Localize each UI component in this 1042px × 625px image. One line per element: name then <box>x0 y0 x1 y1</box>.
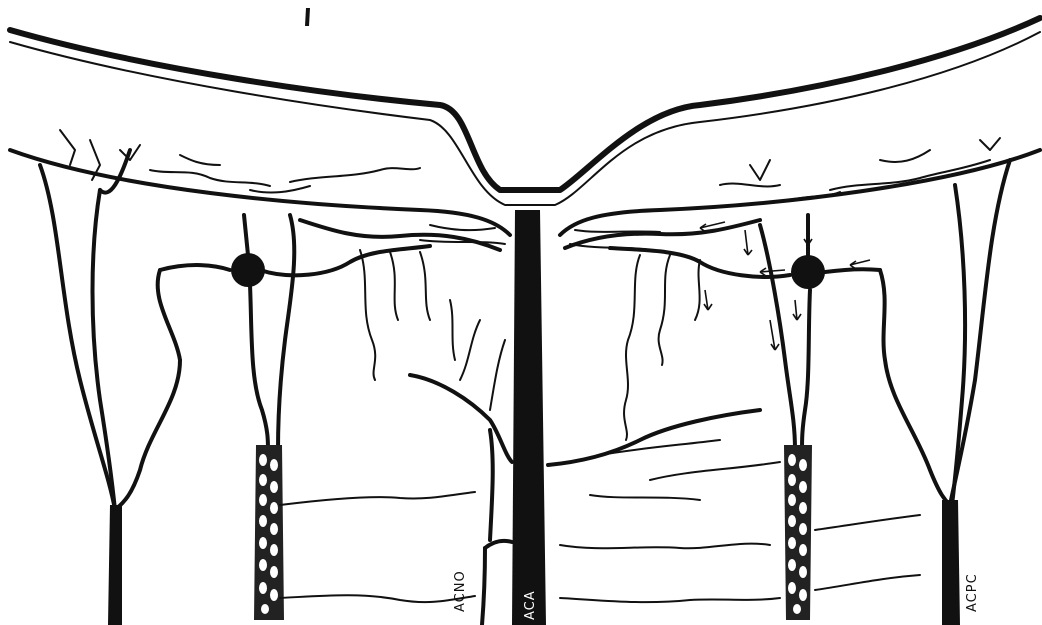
outer-surface <box>10 18 1040 205</box>
left-outer-vessel <box>40 150 180 625</box>
left-node <box>231 253 265 287</box>
right-central-twigs <box>570 230 700 440</box>
right-outer-vessel <box>880 160 1010 625</box>
left-artery-label: ACNO <box>453 570 468 612</box>
right-horizontal-vessels <box>548 410 920 602</box>
left-horizontal-vessels <box>280 430 512 625</box>
left-central-twigs <box>360 225 512 462</box>
central-artery-label: ACA <box>523 590 538 620</box>
left-node-group <box>160 215 500 450</box>
left-plexus <box>254 445 284 620</box>
right-plexus <box>784 445 812 620</box>
right-artery-label: ACPC <box>965 573 980 612</box>
central-artery: ACA <box>512 210 546 625</box>
ink-speck <box>305 8 310 26</box>
right-node <box>791 255 825 289</box>
flow-arrows <box>700 222 870 350</box>
